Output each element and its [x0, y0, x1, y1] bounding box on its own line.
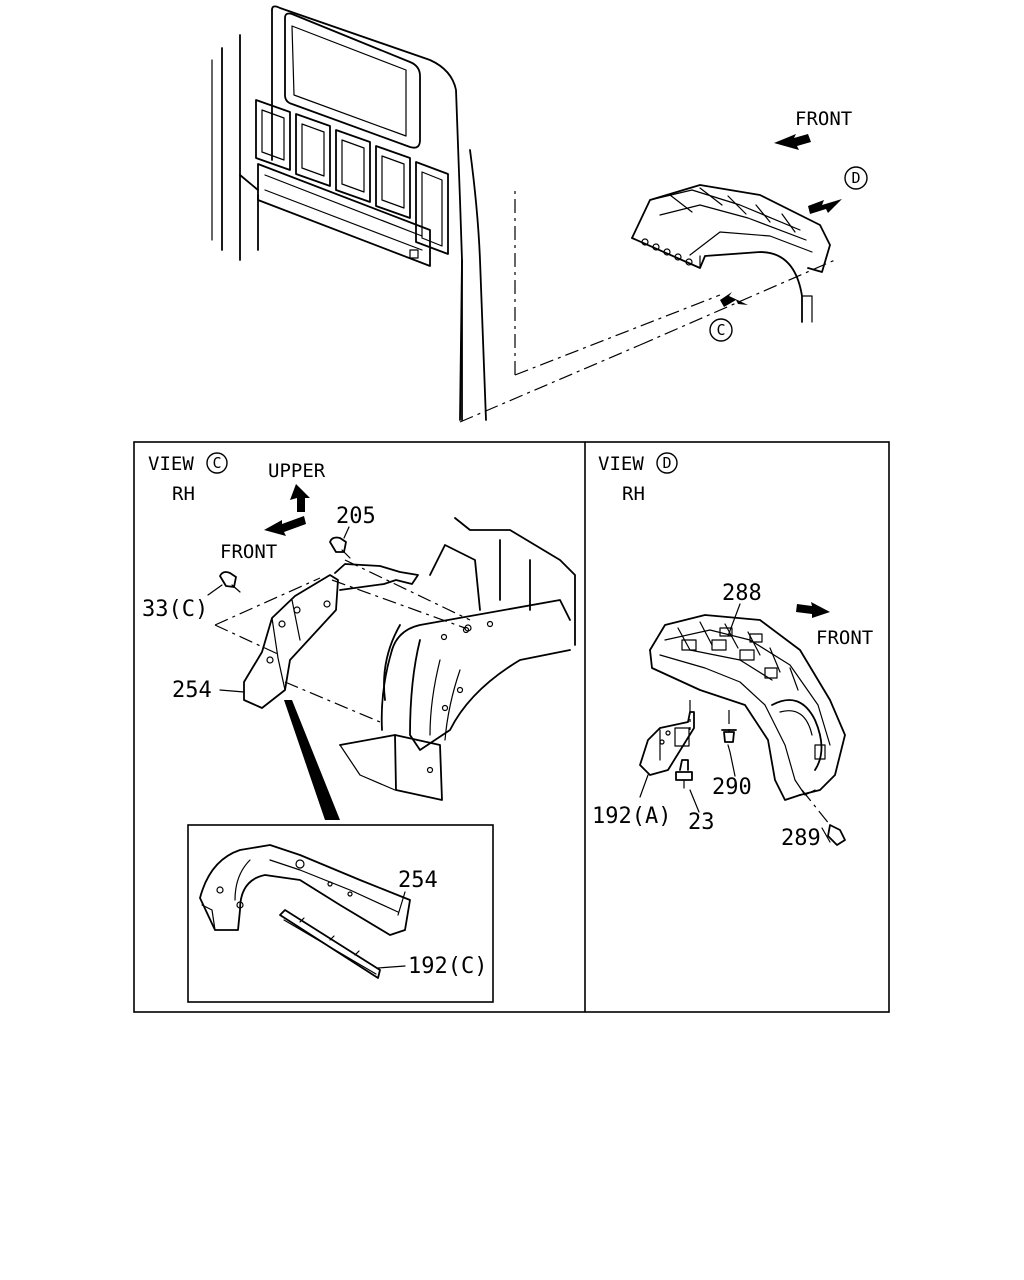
- view-d-title-circle: [656, 452, 678, 474]
- label-290: 290: [712, 775, 752, 800]
- label-289: 289: [781, 826, 821, 851]
- label-205: 205: [336, 504, 376, 529]
- zoom-wedge-icon: [284, 700, 340, 820]
- overview-fender-part: [631, 184, 831, 323]
- bolt-289-icon: [827, 824, 846, 846]
- bolt-33c-icon: [219, 571, 241, 593]
- view-c-title: VIEW: [148, 453, 194, 475]
- overview-truck-illustration: FRONT D C: [211, 5, 868, 423]
- view-c-side: RH: [172, 483, 195, 505]
- part-254-bracket: [243, 563, 419, 709]
- view-c-arrow-icon: [720, 292, 748, 307]
- front-arrow-icon: [796, 602, 830, 618]
- view-d-title: VIEW: [598, 453, 644, 475]
- clip-290-icon: [721, 729, 737, 743]
- view-c-upper-label: UPPER: [268, 460, 326, 482]
- overview-front-label: FRONT: [795, 108, 852, 130]
- view-d-arrow-icon: [808, 199, 842, 214]
- view-c-title-circle: [206, 452, 228, 474]
- bolt-205-icon: [329, 536, 351, 559]
- inset-label-192c: 192(C): [408, 954, 487, 979]
- label-23: 23: [688, 810, 715, 835]
- callout-d-letter: D: [851, 169, 860, 187]
- front-arrow-icon: [774, 134, 811, 150]
- inset-label-254: 254: [398, 868, 438, 893]
- view-d-panel: VIEW D RH FRONT: [592, 452, 873, 851]
- label-192a: 192(A): [592, 804, 671, 829]
- bolt-23-icon: [675, 759, 693, 789]
- callout-c-letter: C: [716, 321, 725, 339]
- view-c-panel: VIEW C RH UPPER FRONT: [142, 452, 576, 1003]
- callout-d-circle: [844, 166, 868, 190]
- label-288: 288: [722, 581, 762, 606]
- inset-frame: [187, 824, 494, 1003]
- front-arrow-icon: [264, 516, 306, 536]
- view-c-fender-body: [339, 517, 576, 801]
- view-c-front-label: FRONT: [220, 541, 277, 563]
- views-frame: [133, 441, 890, 1013]
- inset-bracket-drawing: [199, 844, 411, 979]
- part-288-mudguard: [649, 614, 846, 801]
- view-d-title-letter: D: [662, 454, 671, 472]
- view-d-side: RH: [622, 483, 645, 505]
- label-33c: 33(C): [142, 597, 208, 622]
- view-d-front-label: FRONT: [816, 627, 873, 649]
- upper-arrow-icon: [290, 484, 310, 512]
- part-192a-bracket: [639, 711, 695, 776]
- label-254: 254: [172, 678, 212, 703]
- grille-letters: [255, 99, 449, 255]
- callout-c-circle: [709, 318, 733, 342]
- view-c-title-letter: C: [212, 454, 221, 472]
